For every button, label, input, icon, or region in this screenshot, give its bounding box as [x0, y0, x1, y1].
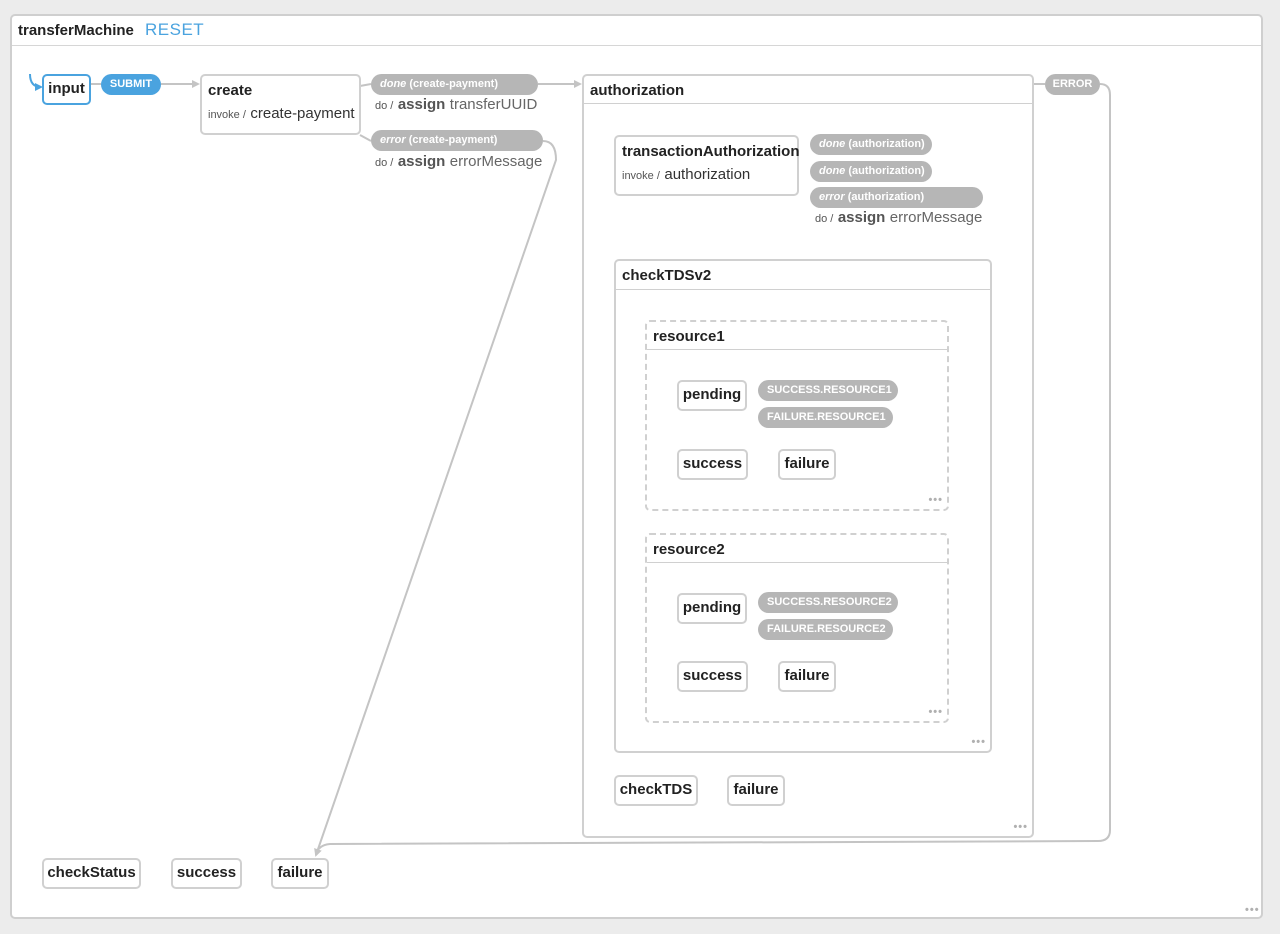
more-icon[interactable]: •••: [971, 736, 986, 748]
state-resource1-title: resource1: [653, 328, 725, 345]
event-kind: error: [380, 134, 406, 146]
state-label: failure: [277, 864, 323, 881]
event-success-resource1[interactable]: SUCCESS.RESOURCE1: [758, 380, 898, 401]
state-check-status[interactable]: checkStatus: [42, 858, 141, 889]
event-error-authorization[interactable]: error (authorization): [810, 187, 983, 208]
event-kind: done: [819, 165, 846, 177]
state-resource2-success[interactable]: success: [677, 661, 748, 692]
divider: [584, 103, 1032, 104]
state-label: success: [682, 455, 743, 472]
state-check-tds[interactable]: checkTDS: [614, 775, 698, 806]
more-icon[interactable]: •••: [928, 706, 943, 718]
more-icon[interactable]: •••: [1013, 821, 1028, 833]
state-resource2-failure[interactable]: failure: [778, 661, 836, 692]
state-resource1-failure[interactable]: failure: [778, 449, 836, 480]
event-error-create-payment[interactable]: error (create-payment): [371, 130, 543, 151]
assign-target: errorMessage: [449, 153, 543, 170]
do-keyword: do /: [375, 100, 394, 112]
state-label: success: [682, 667, 743, 684]
state-transaction-authorization: transactionAuthorization invoke / author…: [614, 135, 800, 196]
event-done-authorization-1[interactable]: done (authorization): [810, 134, 932, 155]
event-failure-resource2[interactable]: FAILURE.RESOURCE2: [758, 619, 893, 640]
state-label: pending: [682, 599, 742, 616]
state-input-label: input: [48, 80, 85, 97]
state-success[interactable]: success: [171, 858, 242, 889]
state-resource1-success[interactable]: success: [677, 449, 748, 480]
invoke-source: create-payment: [250, 105, 355, 122]
event-source: (create-payment): [409, 78, 498, 90]
invoke-keyword: invoke /: [208, 109, 246, 121]
divider: [647, 562, 947, 563]
state-label: checkTDS: [619, 781, 693, 798]
state-create: create invoke / create-payment: [200, 74, 361, 135]
state-resource2-title: resource2: [653, 541, 725, 558]
state-label: failure: [784, 455, 830, 472]
event-kind: done: [819, 138, 846, 150]
reset-button[interactable]: RESET: [145, 20, 205, 39]
more-icon[interactable]: •••: [928, 494, 943, 506]
create-invoke: invoke / create-payment: [208, 105, 355, 123]
event-source: (authorization): [847, 191, 925, 203]
event-kind: done: [380, 78, 407, 90]
event-source: (create-payment): [408, 134, 498, 146]
state-label: pending: [682, 386, 742, 403]
state-authorization-title: authorization: [590, 82, 685, 99]
event-source: (authorization): [848, 165, 925, 177]
transaction-authorization-invoke: invoke / authorization: [622, 166, 750, 184]
state-transaction-authorization-title: transactionAuthorization: [622, 143, 800, 160]
state-label: checkStatus: [47, 864, 136, 881]
divider: [647, 349, 947, 350]
assign-keyword: assign: [837, 209, 886, 226]
invoke-keyword: invoke /: [622, 170, 660, 182]
state-resource1-pending[interactable]: pending: [677, 380, 747, 411]
event-done-authorization-2[interactable]: done (authorization): [810, 161, 932, 182]
event-done-create-payment[interactable]: done (create-payment): [371, 74, 538, 95]
event-source: (authorization): [848, 138, 925, 150]
state-check-tdsv2-title: checkTDSv2: [622, 267, 712, 284]
event-success-resource2[interactable]: SUCCESS.RESOURCE2: [758, 592, 898, 613]
machine-title: transferMachine: [18, 22, 134, 39]
state-resource2-pending[interactable]: pending: [677, 593, 747, 624]
do-keyword: do /: [815, 213, 834, 225]
more-icon[interactable]: •••: [1245, 904, 1260, 916]
state-label: failure: [784, 667, 830, 684]
event-failure-resource1[interactable]: FAILURE.RESOURCE1: [758, 407, 893, 428]
state-label: failure: [733, 781, 779, 798]
event-error[interactable]: ERROR: [1045, 74, 1100, 95]
invoke-source: authorization: [664, 166, 751, 183]
action-assign-transferuuid: do / assign transferUUID: [375, 96, 537, 114]
state-authorization-failure[interactable]: failure: [727, 775, 785, 806]
assign-target: transferUUID: [449, 96, 538, 113]
divider: [616, 289, 990, 290]
state-failure[interactable]: failure: [271, 858, 329, 889]
state-label: success: [176, 864, 237, 881]
event-kind: error: [819, 191, 845, 203]
assign-target: errorMessage: [889, 209, 983, 226]
state-create-title: create: [208, 82, 253, 99]
assign-keyword: assign: [397, 153, 446, 170]
assign-keyword: assign: [397, 96, 446, 113]
state-input[interactable]: input: [42, 74, 91, 105]
do-keyword: do /: [375, 157, 394, 169]
machine-header: transferMachine RESET: [12, 16, 1261, 46]
event-submit[interactable]: SUBMIT: [101, 74, 161, 95]
action-assign-errormessage-auth: do / assign errorMessage: [815, 209, 982, 227]
action-assign-errormessage: do / assign errorMessage: [375, 153, 542, 171]
